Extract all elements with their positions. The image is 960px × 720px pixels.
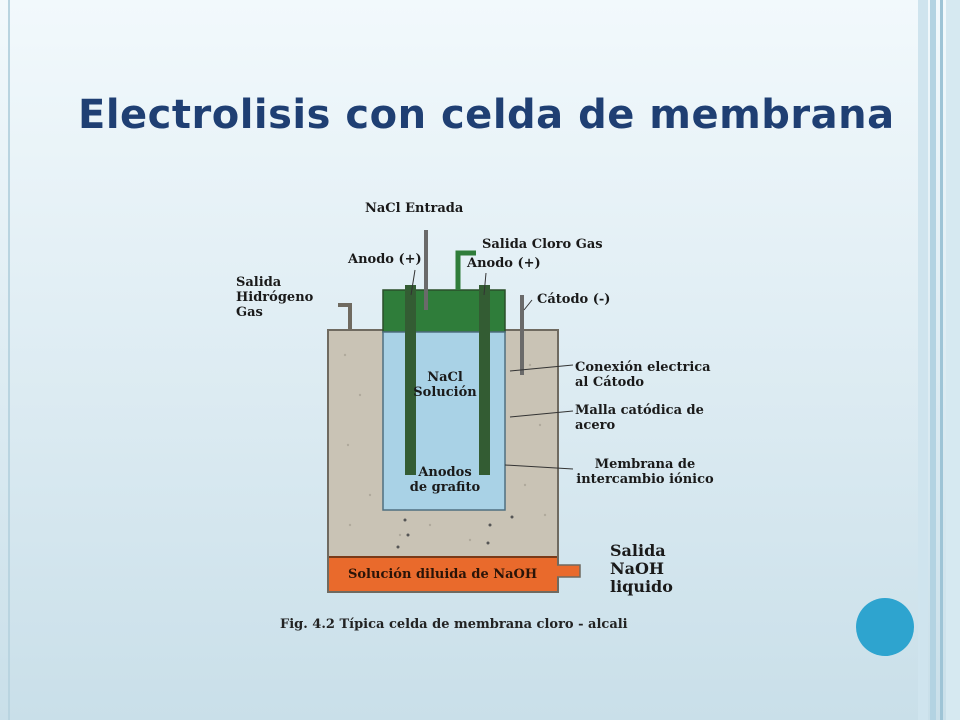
- hydrogen-outlet-pipe: [338, 303, 352, 330]
- label-nacl-inlet: NaCl Entrada: [365, 201, 464, 216]
- label-cathode: Cátodo (-): [537, 292, 611, 307]
- anode-right: [479, 285, 490, 475]
- left-rule: [8, 0, 10, 720]
- naoh-layer: [329, 557, 557, 591]
- label-anode-left: Anodo (+): [348, 252, 422, 267]
- label-cathode-connection: Conexión electrica al Cátodo: [575, 360, 711, 390]
- label-anode-right: Anodo (+): [467, 256, 541, 271]
- chlorine-outlet-pipe: [455, 250, 476, 290]
- anode-left: [405, 285, 416, 475]
- label-naoh-solution: Solución diluida de NaOH: [348, 567, 538, 582]
- label-cathode-mesh: Malla catódica de acero: [575, 403, 704, 433]
- label-naoh-outlet: Salida NaOH liquido: [610, 541, 673, 596]
- label-membrane: Membrana de intercambio iónico: [576, 457, 714, 487]
- cathode-rod: [520, 295, 524, 375]
- figure-caption: Fig. 4.2 Típica celda de membrana cloro …: [280, 617, 628, 632]
- label-nacl-solution: NaCl Solución: [413, 370, 477, 400]
- nacl-inlet-pipe: [424, 230, 428, 310]
- naoh-outlet-pipe: [557, 564, 581, 578]
- right-decoration: [918, 0, 960, 720]
- membrane-cell-diagram: NaCl Entrada Salida Cloro Gas Anodo (+) …: [230, 195, 730, 605]
- slide-title: Electrolisis con celda de membrana: [78, 92, 895, 138]
- label-graphite-anodes: Anodos de grafito: [409, 465, 481, 495]
- nav-circle-button[interactable]: [856, 598, 914, 656]
- label-hydrogen-outlet: Salida Hidrógeno Gas: [236, 275, 314, 320]
- label-chlorine-outlet: Salida Cloro Gas: [482, 237, 603, 252]
